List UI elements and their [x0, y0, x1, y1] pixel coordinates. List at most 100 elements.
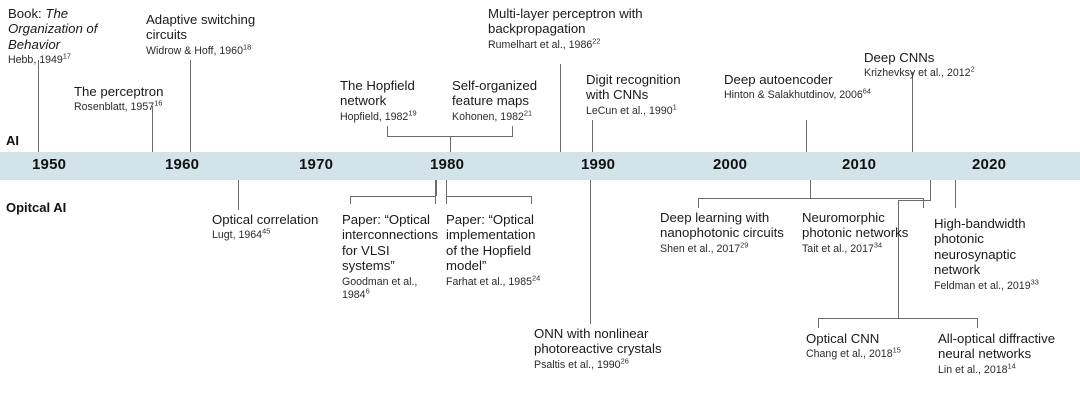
event-hinton: Deep autoencoder Hinton & Salakhutdinov,… — [724, 72, 900, 102]
event-hopfield: The Hopfield network Hopfield, 198219 — [340, 78, 444, 124]
event-citation: Rosenblatt, 195716 — [74, 98, 163, 114]
event-citation: Widrow & Hoff, 196018 — [146, 42, 252, 57]
event-title: Digit recognition with CNNs — [586, 72, 681, 103]
event-title: Deep autoencoder — [724, 72, 833, 87]
event-title: Book: The Organization of Behavior — [8, 6, 98, 52]
event-citation: LeCun et al., 19901 — [586, 102, 677, 117]
event-citation: Lin et al., 201814 — [938, 361, 1016, 376]
event-lecun: Digit recognition with CNNs LeCun et al.… — [586, 72, 706, 118]
event-title: Multi-layer perceptron with backpropagat… — [488, 6, 643, 37]
connector-widrow — [190, 60, 191, 152]
event-citation: Krizhevksy et al., 20122 — [864, 64, 975, 80]
reference-superscript: 34 — [873, 240, 883, 250]
event-citation: Hopfield, 198219 — [340, 108, 417, 123]
axis-tick-2010: 2010 — [842, 156, 877, 173]
event-citation: Hinton & Salakhutdinov, 200664 — [724, 86, 872, 102]
reference-superscript: 16 — [154, 98, 163, 108]
event-title: Adaptive switching circuits — [146, 12, 256, 43]
axis-tick-2020: 2020 — [972, 156, 1007, 173]
reference-superscript: 14 — [1007, 361, 1016, 371]
event-title: High-bandwidth photonic neurosynaptic ne… — [934, 216, 1026, 278]
reference-superscript: 22 — [592, 36, 601, 46]
event-goodman: Paper: “Optical interconnections for VLS… — [342, 212, 446, 302]
event-feldman: High-bandwidth photonic neurosynaptic ne… — [934, 216, 1058, 293]
event-chang: Optical CNN Chang et al., 201815 — [806, 331, 926, 361]
connector-hebb — [38, 60, 39, 152]
event-krizhevsky: Deep CNNs Krizhevksy et al., 20122 — [864, 50, 1024, 80]
reference-superscript: 2 — [970, 64, 975, 74]
event-title: Paper: “Optical implementation of the Ho… — [446, 212, 536, 274]
reference-superscript: 33 — [1030, 277, 1039, 287]
connector-farhat-stem — [446, 180, 447, 196]
connector-chang-lin-jog — [898, 200, 931, 201]
reference-superscript: 29 — [740, 240, 749, 250]
event-citation: Hebb, 194917 — [8, 51, 72, 67]
event-rumelhart: Multi-layer perceptron with backpropagat… — [488, 6, 650, 52]
connector-shen-tait-stem — [810, 180, 811, 198]
event-citation: Farhat et al., 198524 — [446, 273, 541, 288]
event-citation: Tait et al., 201734 — [802, 240, 883, 255]
reference-superscript: 1 — [672, 102, 677, 112]
event-title: Optical correlation — [212, 212, 319, 227]
axis-tick-2000: 2000 — [713, 156, 748, 173]
connector-feldman — [955, 180, 956, 208]
event-title: Neuromorphic photonic networks — [802, 210, 909, 241]
event-citation: Rumelhart et al., 198622 — [488, 36, 601, 51]
event-kohonen: Self-organized feature maps Kohonen, 198… — [452, 78, 560, 124]
reference-superscript: 24 — [531, 273, 541, 283]
connector-lugt — [238, 180, 239, 210]
connector-lecun — [592, 120, 593, 152]
reference-superscript: 21 — [523, 108, 533, 118]
event-citation: Psaltis et al., 199026 — [534, 356, 629, 371]
timeline-axis-bar — [0, 152, 1080, 180]
axis-tick-1980: 1980 — [430, 156, 465, 173]
axis-tick-1950: 1950 — [32, 156, 67, 173]
reference-superscript: 64 — [862, 86, 872, 96]
reference-superscript: 18 — [242, 42, 252, 52]
event-title: Paper: “Optical interconnections for VLS… — [342, 212, 439, 274]
connector-krizhevsky — [912, 72, 913, 152]
event-title: Deep learning with nanophotonic circuits — [660, 210, 784, 241]
connector-psaltis — [590, 180, 591, 324]
event-title: Optical CNN — [806, 331, 880, 346]
event-citation: Goodman et al., 19846 — [342, 275, 418, 301]
axis-tick-1960: 1960 — [165, 156, 200, 173]
row-label-optical-ai: Opitcal AI — [6, 200, 67, 215]
event-citation: Feldman et al., 201933 — [934, 277, 1039, 292]
reference-superscript: 26 — [620, 356, 629, 366]
event-citation: Shen et al., 201729 — [660, 240, 749, 255]
event-citation: Chang et al., 201815 — [806, 345, 901, 361]
reference-superscript: 45 — [262, 226, 271, 236]
axis-tick-1990: 1990 — [581, 156, 616, 173]
event-farhat: Paper: “Optical implementation of the Ho… — [446, 212, 550, 289]
event-title: The Hopfield network — [340, 78, 415, 109]
reference-superscript: 19 — [408, 108, 417, 118]
connector-rosenblatt — [152, 106, 153, 152]
event-hebb: Book: The Organization of Behavior Hebb,… — [8, 6, 124, 67]
event-lin: All-optical diffractive neural networks … — [938, 331, 1074, 377]
event-title-italic: The Organization of Behavior — [8, 6, 98, 52]
event-title: ONN with nonlinear photoreactive crystal… — [534, 326, 662, 357]
axis-tick-1970: 1970 — [299, 156, 334, 173]
event-citation: Kohonen, 198221 — [452, 108, 533, 123]
event-rosenblatt: The perceptron Rosenblatt, 195716 — [74, 84, 204, 114]
reference-superscript: 15 — [892, 345, 901, 355]
event-widrow: Adaptive switching circuits Widrow & Hof… — [146, 12, 286, 58]
connector-hinton — [806, 120, 807, 152]
connector-rumelhart — [560, 64, 561, 152]
connector-chang-lin-top — [930, 180, 931, 200]
row-label-ai: AI — [6, 133, 19, 148]
event-title: Deep CNNs — [864, 50, 935, 65]
event-title: The perceptron — [74, 84, 164, 99]
event-tait: Neuromorphic photonic networks Tait et a… — [802, 210, 910, 256]
connector-chang-lin-drop — [898, 200, 899, 318]
event-title: All-optical diffractive neural networks — [938, 331, 1056, 362]
event-citation: Lugt, 196445 — [212, 226, 271, 242]
event-title: Self-organized feature maps — [452, 78, 538, 109]
reference-superscript: 6 — [365, 286, 370, 296]
reference-superscript: 17 — [62, 51, 72, 61]
event-psaltis: ONN with nonlinear photoreactive crystal… — [534, 326, 694, 372]
event-lugt: Optical correlation Lugt, 196445 — [212, 212, 324, 242]
connector-goodman-stem — [436, 180, 437, 196]
